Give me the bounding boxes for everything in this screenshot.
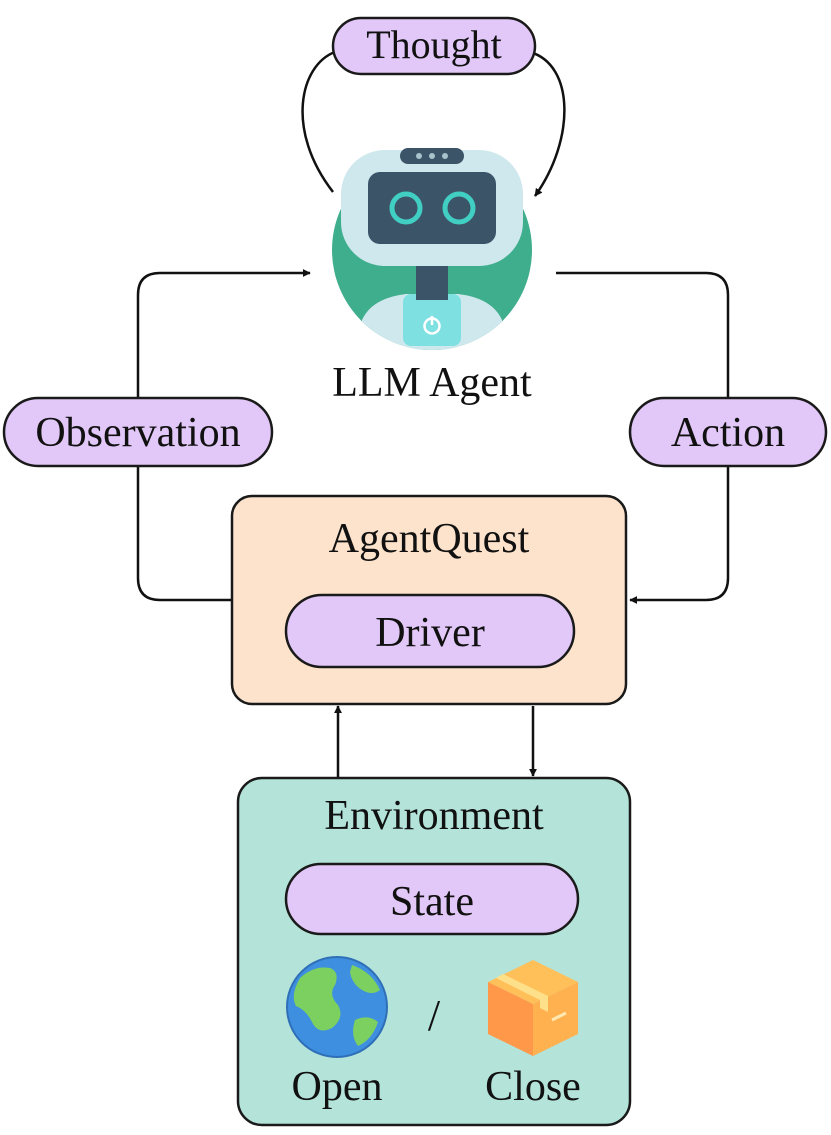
observation-label: Observation bbox=[35, 410, 240, 456]
environment-node: Environment State / Open Close bbox=[236, 776, 632, 1127]
robot-icon bbox=[332, 148, 532, 350]
thought-loop-left-edge bbox=[301, 50, 336, 193]
environment-label: Environment bbox=[324, 793, 544, 839]
thought-node: Thought bbox=[331, 16, 537, 76]
state-label: State bbox=[390, 879, 474, 925]
agent-label: LLM Agent bbox=[332, 360, 532, 406]
thought-label: Thought bbox=[366, 22, 502, 67]
action-node: Action bbox=[628, 396, 828, 468]
driver-label: Driver bbox=[375, 610, 485, 656]
close-label: Close bbox=[485, 1064, 581, 1110]
thought-loop-right-edge bbox=[529, 50, 566, 197]
agentquest-label: AgentQuest bbox=[329, 516, 530, 562]
driver-node: Driver bbox=[284, 593, 576, 669]
agentquest-node: AgentQuest Driver bbox=[230, 494, 628, 706]
observation-node: Observation bbox=[2, 396, 274, 468]
state-node: State bbox=[284, 862, 580, 936]
globe-icon bbox=[286, 956, 388, 1058]
separator-label: / bbox=[428, 991, 441, 1040]
box-icon bbox=[488, 960, 578, 1056]
action-label: Action bbox=[671, 410, 785, 456]
open-label: Open bbox=[292, 1064, 383, 1110]
